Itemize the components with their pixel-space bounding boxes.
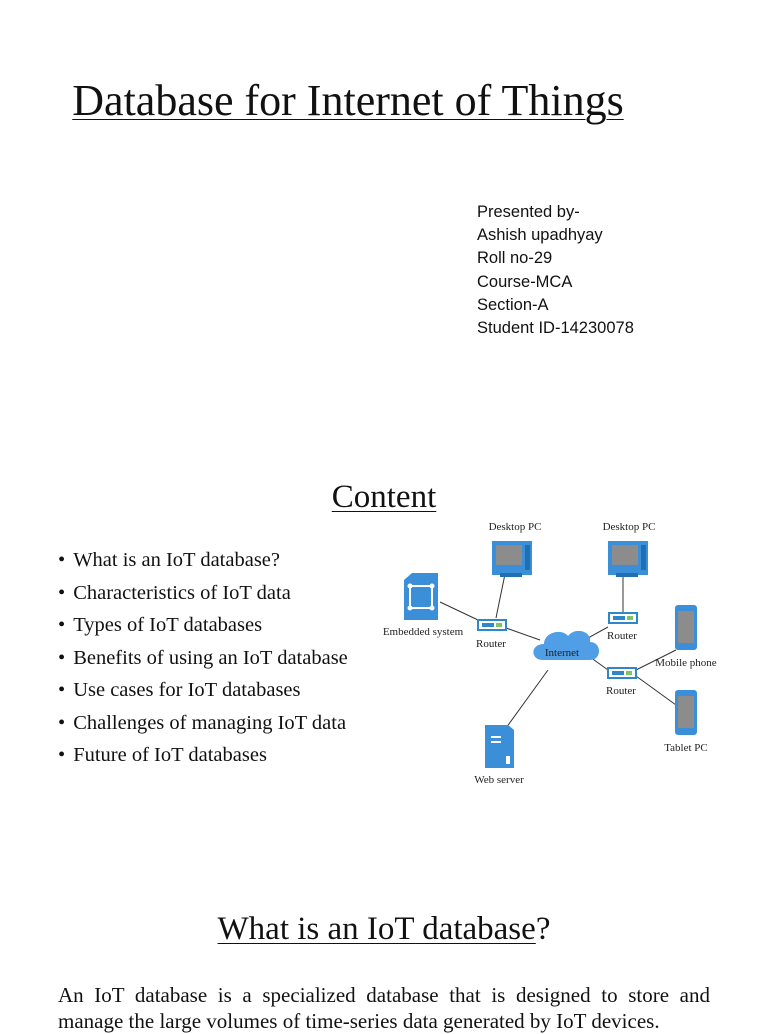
- tablet-pc-label: Tablet PC: [664, 742, 708, 754]
- embedded-system-label: Embedded system: [383, 626, 464, 638]
- content-heading: Content: [331, 479, 437, 515]
- web-server-label: Web server: [474, 774, 524, 786]
- roll-number: Roll no-29: [477, 249, 553, 268]
- router-icon: [608, 612, 638, 624]
- mobile-phone-label: Mobile phone: [655, 657, 717, 669]
- network-diagram: Desktop PC Desktop PC Embedded system Ro…: [383, 521, 717, 786]
- router-icon: [607, 667, 637, 679]
- router-label: Router: [607, 630, 637, 642]
- router-label: Router: [606, 685, 636, 697]
- section-heading-text: What is an IoT database: [217, 911, 536, 947]
- internet-label: Internet: [545, 647, 579, 659]
- list-item: Future of IoT databases: [58, 739, 348, 772]
- section-heading: What is an IoT database?: [0, 908, 768, 950]
- slide-title: Database for Internet of Things: [72, 76, 624, 125]
- list-item: What is an IoT database?: [58, 544, 348, 577]
- list-item: Types of IoT databases: [58, 609, 348, 642]
- section-heading-suffix: ?: [535, 911, 551, 947]
- connection-lines: [439, 573, 677, 729]
- content-list: What is an IoT database? Characteristics…: [58, 544, 348, 772]
- list-item: Use cases for IoT databases: [58, 674, 348, 707]
- tablet-pc-icon: [675, 690, 697, 735]
- desktop-pc-icon: [492, 541, 532, 577]
- internet-cloud-icon: [533, 630, 599, 660]
- presenter-name: Ashish upadhyay: [477, 226, 603, 245]
- embedded-system-icon: [404, 573, 438, 620]
- body-paragraph: An IoT database is a specialized databas…: [58, 983, 710, 1033]
- mobile-phone-icon: [675, 605, 697, 650]
- desktop-pc-label: Desktop PC: [603, 521, 656, 533]
- course: Course-MCA: [477, 272, 573, 291]
- list-item: Characteristics of IoT data: [58, 577, 348, 610]
- router-label: Router: [476, 638, 506, 650]
- section: Section-A: [477, 295, 549, 314]
- presenter-line: Presented by-: [477, 203, 580, 221]
- list-item: Challenges of managing IoT data: [58, 707, 348, 740]
- list-item: Benefits of using an IoT database: [58, 642, 348, 675]
- web-server-icon: [485, 725, 514, 768]
- student-id: Student ID-14230078: [477, 319, 634, 338]
- router-icon: [477, 619, 507, 631]
- desktop-pc-icon: [608, 541, 648, 577]
- desktop-pc-label: Desktop PC: [489, 521, 542, 533]
- presenter-info: Presented by- Ashish upadhyay Roll no-29…: [477, 201, 634, 340]
